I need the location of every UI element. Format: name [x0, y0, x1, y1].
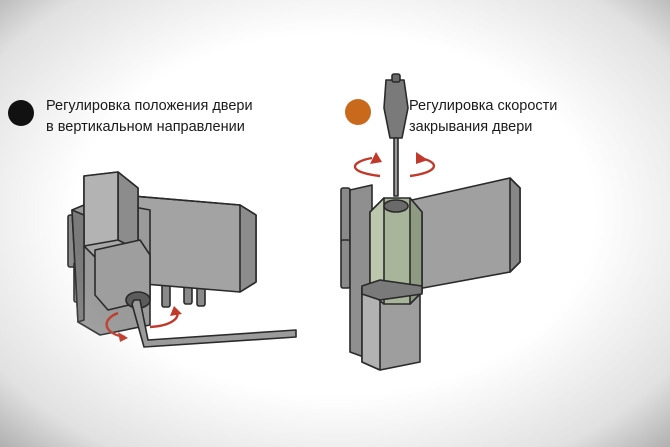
right-hinge-adjust-socket — [383, 199, 409, 213]
right-caption: Регулировка скорости закрывания двери — [409, 96, 557, 138]
left-caption-line2: в вертикальном направлении — [46, 119, 245, 135]
right-caption-line1: Регулировка скорости — [409, 98, 558, 114]
right-hinge-pins — [340, 187, 351, 289]
hex-key-icon — [131, 299, 297, 348]
left-caption: Регулировка положения двери в вертикальн… — [46, 96, 253, 138]
left-marker-dot — [8, 100, 34, 126]
screwdriver-icon — [383, 73, 409, 197]
right-caption-line2: закрывания двери — [409, 119, 533, 135]
right-marker-dot — [345, 99, 371, 125]
right-rotation-arrowheads — [370, 152, 428, 164]
left-caption-line1: Регулировка положения двери — [46, 98, 253, 114]
left-hinge — [67, 171, 297, 348]
right-hinge-leaf — [411, 177, 521, 291]
